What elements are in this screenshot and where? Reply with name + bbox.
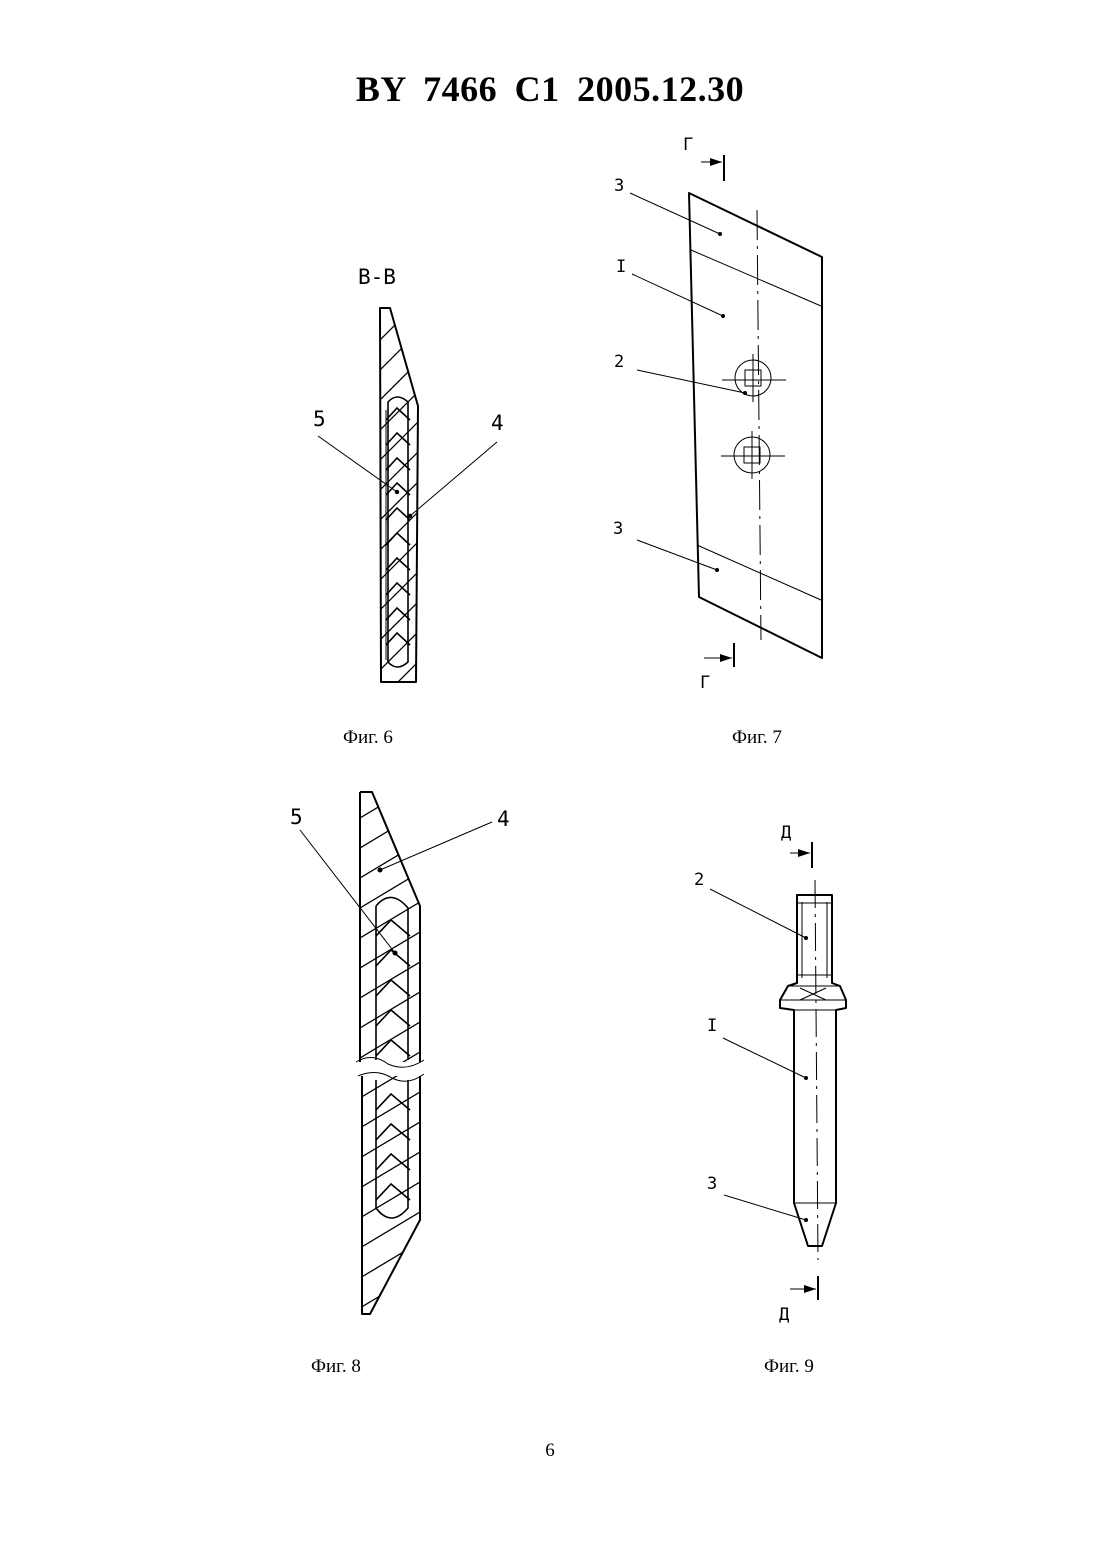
blade-lower-outline <box>362 1076 420 1314</box>
label-5: 5 <box>313 407 326 431</box>
label-2: 2 <box>614 352 624 372</box>
blade-upper-outline <box>360 792 420 1062</box>
figure-6: В-В 5 4 <box>313 265 504 750</box>
label-4: 4 <box>491 411 504 435</box>
label-4: 4 <box>497 807 510 831</box>
figure-7-caption: Фиг. 7 <box>732 727 782 749</box>
figure-6-caption: Фиг. 6 <box>343 727 393 749</box>
label-3-bottom: 3 <box>613 519 623 539</box>
svg-text:Г: Г <box>700 673 710 693</box>
blade-section-hatching <box>340 770 440 1100</box>
label-I: I <box>616 257 626 277</box>
label-2: 2 <box>694 870 704 890</box>
figure-9-caption: Фиг. 9 <box>764 1356 814 1378</box>
figure-9: Д Д 2 I 3 <box>694 823 846 1325</box>
section-mark-bottom: Д <box>779 1276 818 1325</box>
label-5: 5 <box>290 805 303 829</box>
section-mark-top: Д <box>781 823 812 868</box>
figure-7: Г Г 3 I 2 3 <box>613 135 822 693</box>
section-mark-top: Г <box>683 135 724 181</box>
svg-text:Д: Д <box>781 823 791 843</box>
bolt-hole-upper <box>722 354 786 402</box>
svg-text:Г: Г <box>683 135 693 155</box>
label-3: 3 <box>707 1174 717 1194</box>
figure-8: 5 4 <box>290 770 510 1350</box>
blade-plate-outline <box>689 193 822 658</box>
svg-text:Д: Д <box>779 1305 789 1325</box>
bolt-hole-lower <box>721 431 785 479</box>
label-3-top: 3 <box>614 176 624 196</box>
figure-8-caption: Фиг. 8 <box>311 1356 361 1378</box>
label-I: I <box>707 1016 717 1036</box>
page-number: 6 <box>0 1440 1100 1462</box>
insert-chevrons <box>376 897 410 1218</box>
section-mark-bottom: Г <box>700 643 734 693</box>
section-title: В-В <box>358 265 396 289</box>
